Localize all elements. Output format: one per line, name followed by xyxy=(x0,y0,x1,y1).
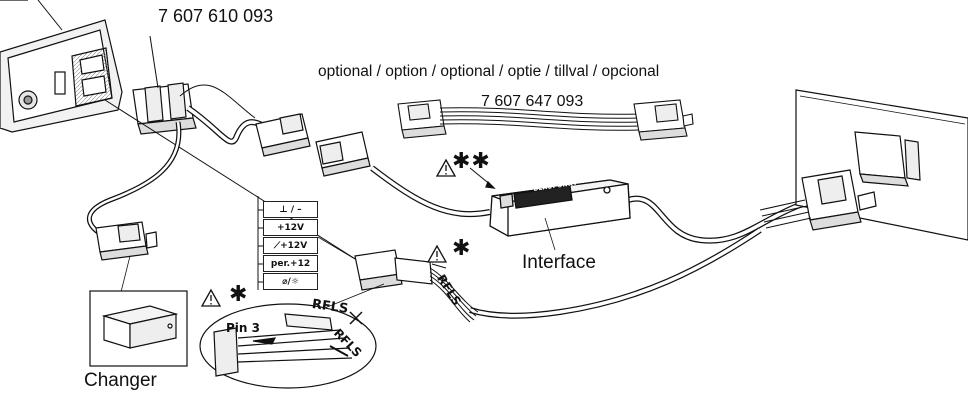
terminal-plus12v: +12V xyxy=(263,219,318,236)
pin-detail-magnifier xyxy=(199,303,377,389)
pin-3-label: Pin 3 xyxy=(226,321,260,335)
cables xyxy=(86,84,802,319)
part-number-optional: 7 607 647 093 xyxy=(481,93,584,110)
iso-adapter xyxy=(132,35,197,135)
terminal-legend-frame xyxy=(257,196,264,290)
warning-stars-pin: ✱ xyxy=(229,282,248,307)
terminal-permanent-12v: per.+12 xyxy=(263,255,318,272)
changer-unit xyxy=(89,221,188,367)
terminal-illumination: ⌀/☼ xyxy=(263,273,318,290)
warning-stars-interface: ✱✱ xyxy=(452,149,491,174)
warning-triangles xyxy=(200,158,496,307)
optional-adapter xyxy=(397,99,694,141)
terminal-switched-12v: ⟋+12V xyxy=(263,237,318,254)
optional-languages-text: optional / option / optional / optie / t… xyxy=(318,63,660,80)
warning-stars-rfls: ✱ xyxy=(452,236,471,261)
interface-label: Interface xyxy=(522,252,596,273)
part-number-main: 7 607 610 093 xyxy=(158,6,274,26)
terminal-ground: ⊥ / – xyxy=(263,201,318,218)
changer-label: Changer xyxy=(84,370,157,391)
terminal-connector xyxy=(299,249,479,323)
vehicle-iso-connector xyxy=(759,89,968,241)
interface-box xyxy=(489,179,631,251)
radio-unit xyxy=(0,0,123,133)
inline-connectors xyxy=(255,113,371,177)
